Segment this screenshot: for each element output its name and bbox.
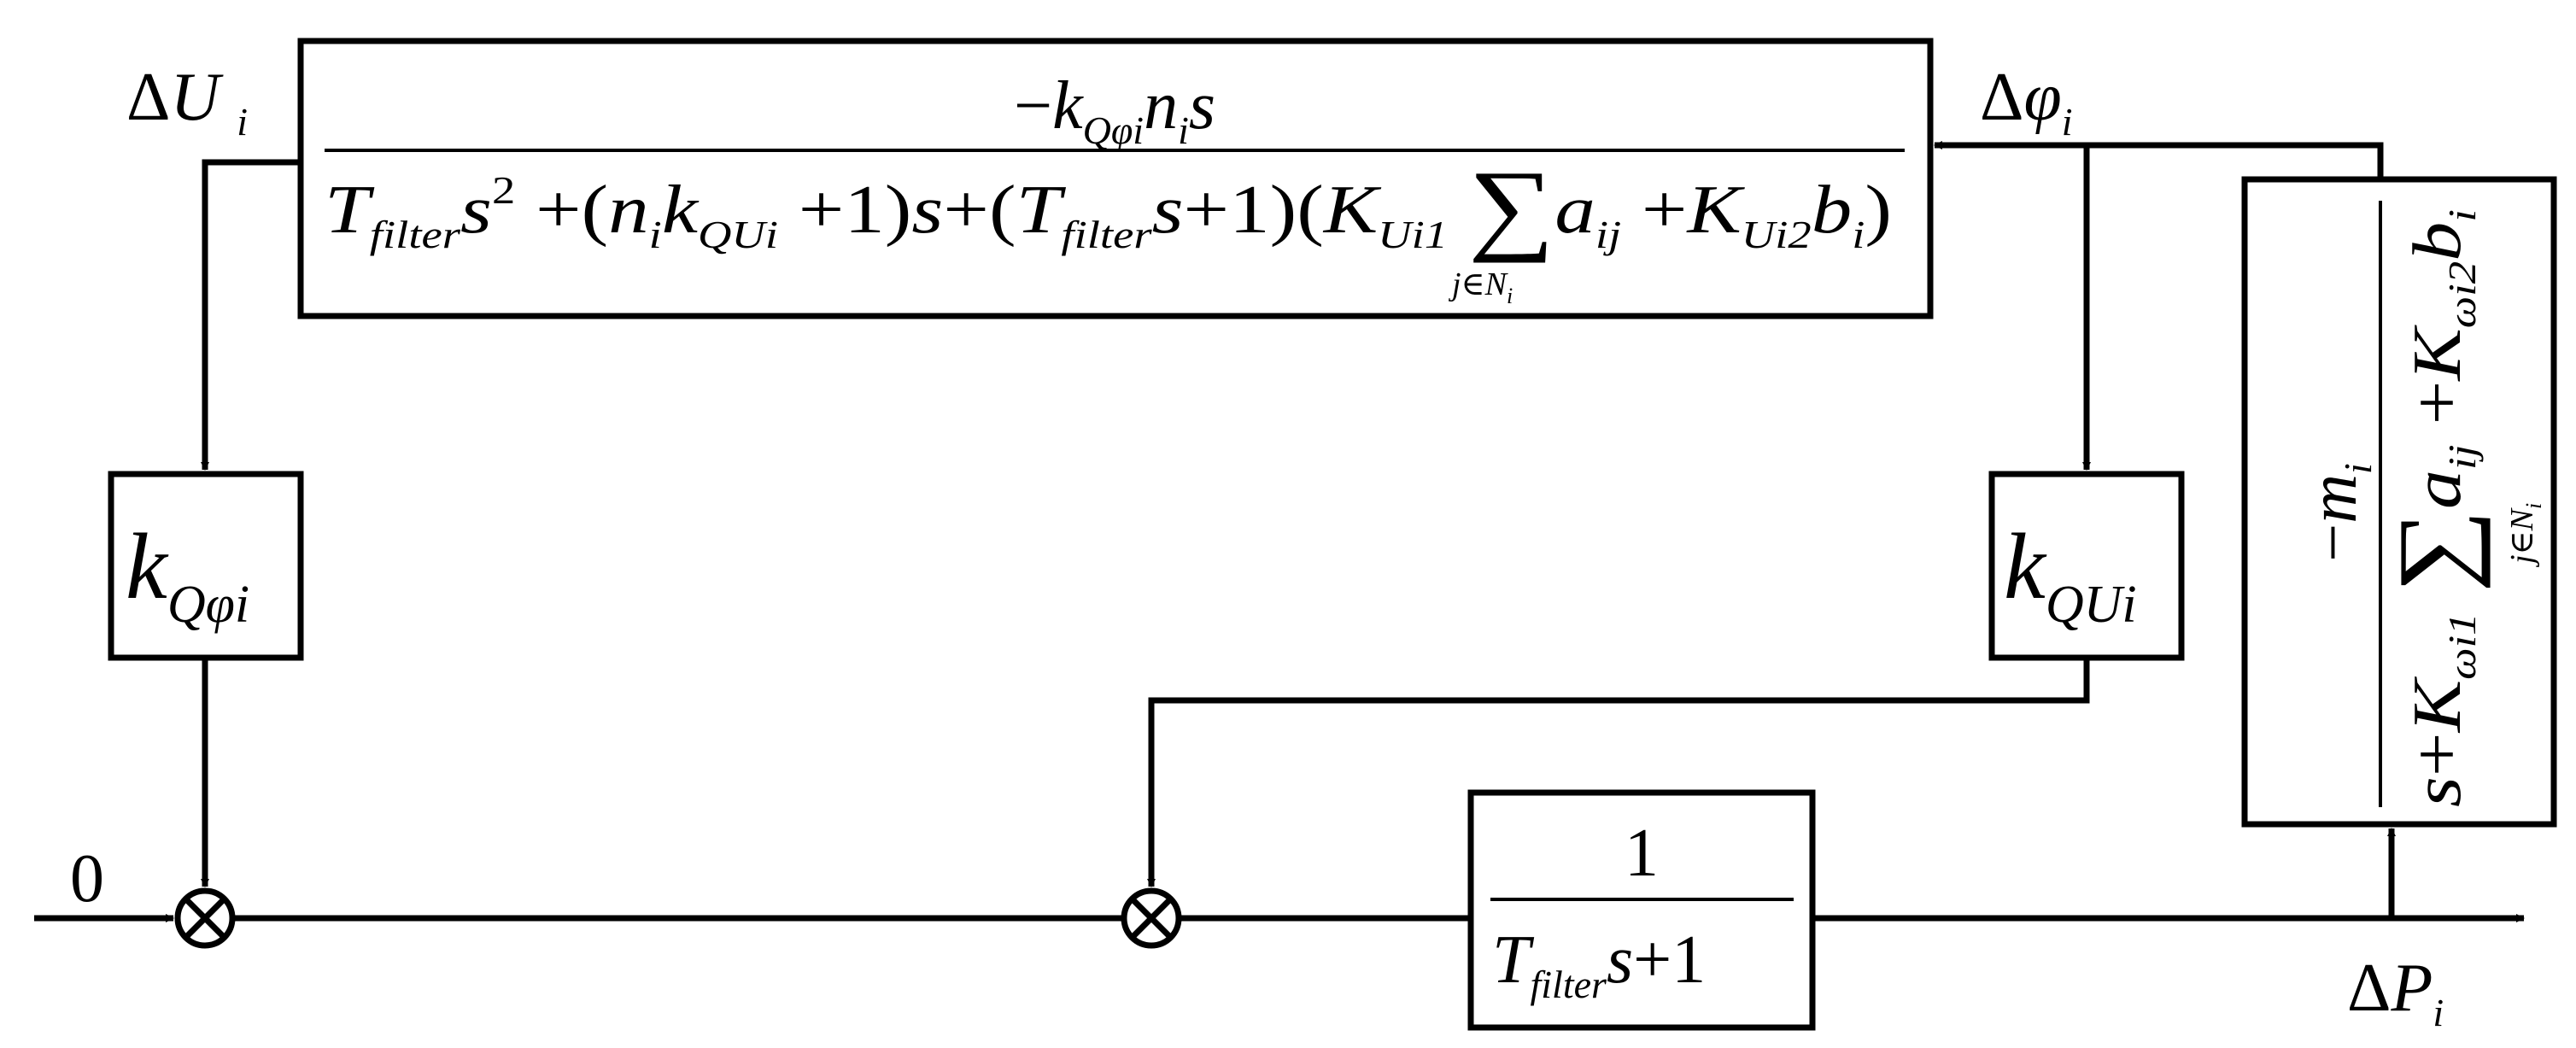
summing-junction-left	[174, 887, 236, 949]
top-sum-index: j∈Ni	[1448, 266, 1513, 308]
line-kqu-to-sum2	[1147, 658, 2090, 887]
filter-block-border	[1467, 789, 1816, 1031]
right-denominator: s+Kωi1 ∑aij +Kωi2bi	[2377, 209, 2491, 807]
k-qphi-label: kQφi	[126, 514, 249, 634]
label-delta-p: ΔPi	[2347, 951, 2444, 1034]
filter-numerator: 1	[1625, 816, 1659, 891]
right-block-border	[2241, 176, 2557, 828]
line-delta-u-to-kqphi	[201, 159, 301, 471]
label-delta-phi: Δφi	[1980, 60, 2073, 143]
signal-lines	[34, 141, 2525, 922]
right-numerator: −mi	[2296, 463, 2380, 562]
k-qu-gain-block: kQUi	[1988, 471, 2185, 661]
label-zero-input: 0	[70, 841, 104, 916]
filter-denominator: Tfilters+1	[1492, 922, 1706, 1006]
k-qu-label: kQUi	[2004, 514, 2137, 634]
filter-block: 1 Tfilters+1	[1467, 789, 1816, 1031]
top-block-border	[297, 38, 1934, 319]
right-sum-index: j∈Ni	[2504, 503, 2546, 568]
top-numerator: −kQφinis	[1014, 68, 1215, 152]
line-right-to-top-block	[1934, 141, 2384, 179]
right-transfer-block: −mi s+Kωi1 ∑aij +Kωi2bi j∈Ni	[2241, 176, 2557, 828]
summing-junction-middle	[1121, 887, 1182, 949]
k-qphi-gain-block: kQφi	[108, 471, 304, 661]
